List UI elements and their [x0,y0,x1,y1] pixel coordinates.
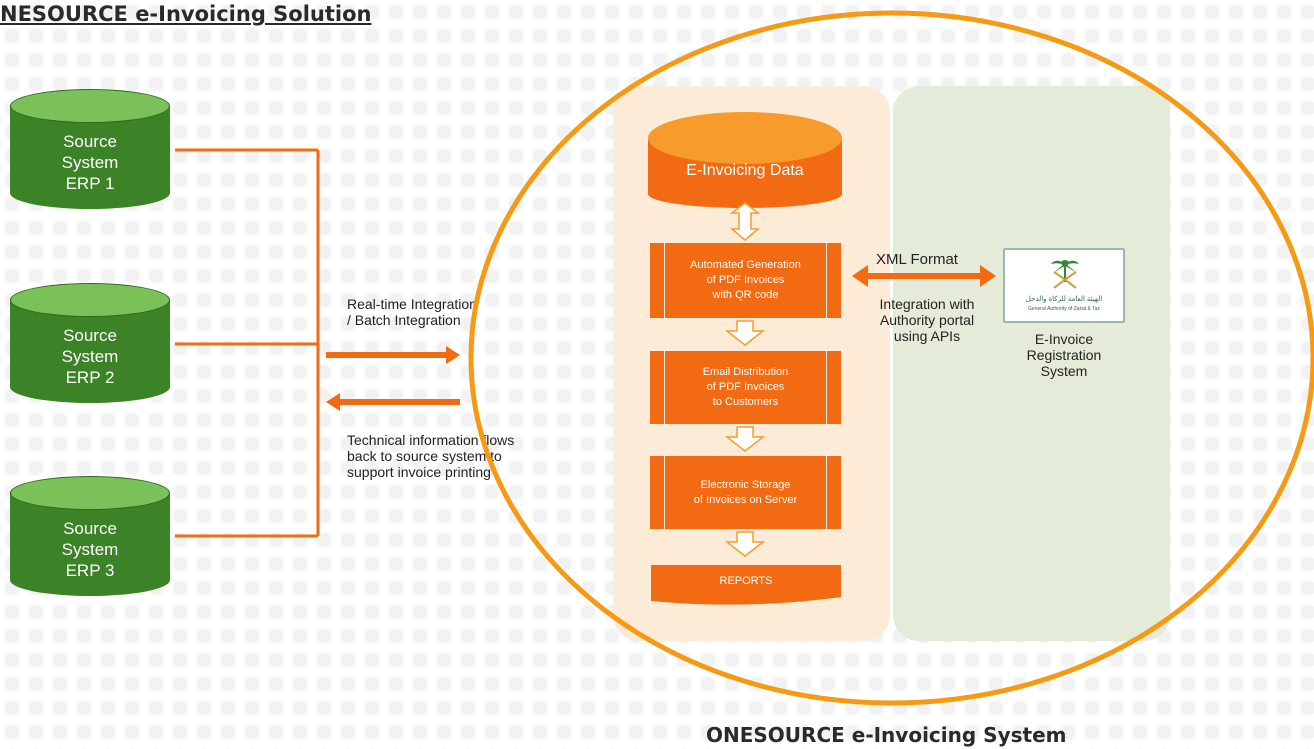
down-arrow-icon [724,320,766,346]
reports-label: REPORTS [719,575,773,587]
down-arrow-icon [724,426,766,452]
page-title: NESOURCE e-Invoicing Solution [0,2,372,26]
inbound-arrow [326,393,460,411]
xml-format-label: XML Format [876,251,958,268]
xml-double-arrow [852,265,996,287]
palm-swords-icon [1051,260,1079,289]
authority-logo-arabic: الهيئة العامة للزكاة والدخل [1025,296,1103,303]
system-title: ONESOURCE e-Invoicing System [706,723,1067,747]
double-arrow-icon [729,202,761,241]
integration-note: Real-time Integration/ Batch Integration [347,296,477,328]
down-arrow-icon [724,531,766,557]
outbound-arrow [326,346,460,364]
authority-logo: الهيئة العامة للزكاة والدخل General Auth… [1003,248,1125,323]
authority-logo-english: General Authority of Zakat & Tax [1028,306,1100,312]
